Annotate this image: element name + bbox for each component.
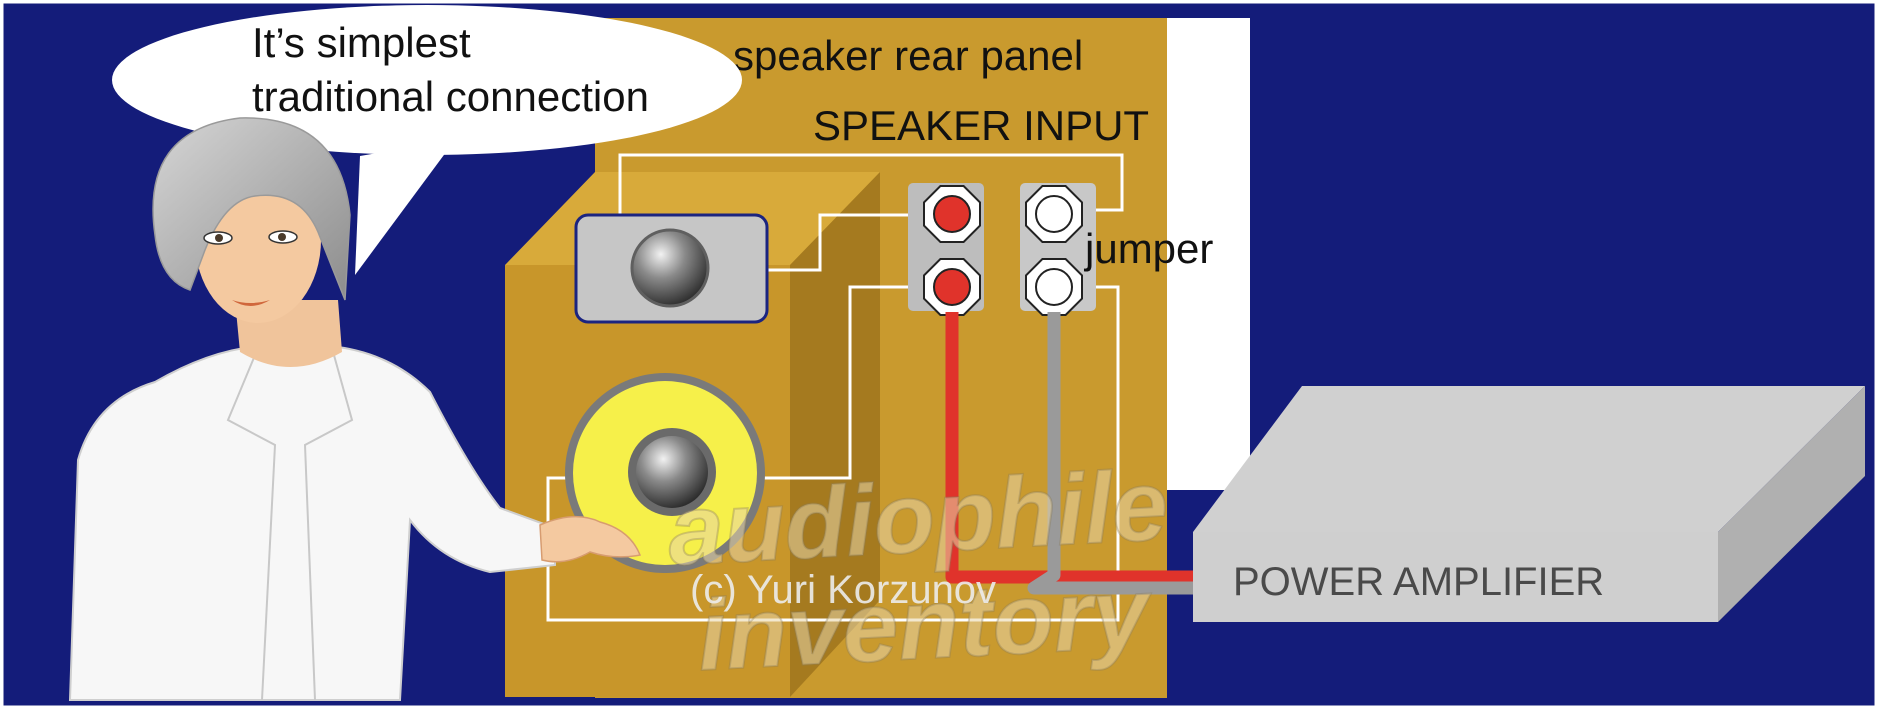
power-amplifier: POWER AMPLIFIER (1193, 386, 1865, 622)
amplifier-top (1193, 386, 1865, 532)
mouth (232, 300, 270, 306)
watermark-line1: audiophile (665, 449, 1170, 587)
copyright-label: (c) Yuri Korzunov (690, 568, 996, 612)
speech-bubble: It’s simplest traditional connection (112, 5, 742, 275)
speech-bubble-body (112, 5, 742, 155)
positive-cable (945, 312, 1205, 584)
watermark-line2: inventory (695, 556, 1155, 692)
speaker-cables (945, 312, 1205, 595)
negative-cable (1027, 312, 1205, 595)
pointing-hand (539, 516, 642, 563)
tweeter-dome (630, 228, 710, 308)
woofer-dustcap (636, 436, 708, 508)
speech-line-1: It’s simplest (252, 19, 471, 66)
cabinet-side (790, 172, 880, 697)
speaker-input-terminals (908, 183, 1096, 316)
rear-panel-label: speaker rear panel (733, 32, 1083, 79)
presenter-woman (68, 117, 642, 701)
hair (152, 117, 351, 301)
amplifier-front (1193, 532, 1718, 622)
speech-bubble-tail (355, 140, 455, 275)
jumper-label: jumper (1083, 225, 1213, 272)
speaker-input-label: SPEAKER INPUT (813, 102, 1149, 149)
woofer (565, 373, 765, 573)
tweeter (574, 213, 769, 324)
speech-line-2: traditional connection (252, 73, 649, 120)
amplifier-label: POWER AMPLIFIER (1233, 560, 1604, 604)
amplifier-side (1718, 386, 1865, 622)
watermark: audiophile inventory (664, 448, 1171, 693)
